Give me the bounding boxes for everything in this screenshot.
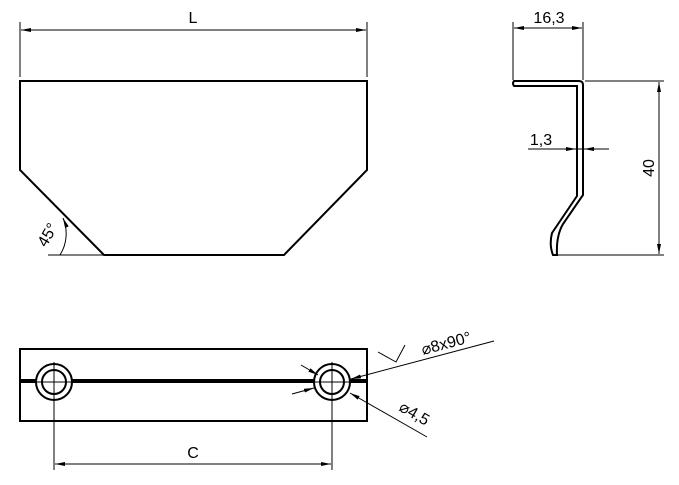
height-label: 40 <box>641 159 658 177</box>
hole-left <box>34 362 74 402</box>
countersink-symbol <box>377 344 406 363</box>
bottom-view <box>19 340 495 470</box>
side-profile <box>512 80 584 256</box>
countersink-leader <box>350 340 495 380</box>
width-label: 16,3 <box>533 10 564 27</box>
side-view <box>512 22 664 256</box>
spacing-label: C <box>187 445 199 462</box>
hole-leader-opposite <box>300 364 319 376</box>
bottom-outline <box>19 348 368 422</box>
hole-leader <box>349 392 428 438</box>
countersink-leader-opposite <box>291 387 315 395</box>
thickness-label: 1,3 <box>530 132 552 149</box>
hole-right <box>312 362 352 402</box>
front-view <box>19 22 368 256</box>
front-outline <box>19 80 368 256</box>
hole-label: ⌀4,5 <box>396 399 432 430</box>
countersink-label: ⌀8x90° <box>420 329 473 359</box>
angle-arc <box>59 217 69 256</box>
angle-label: 45° <box>35 221 62 250</box>
length-label: L <box>189 10 198 27</box>
